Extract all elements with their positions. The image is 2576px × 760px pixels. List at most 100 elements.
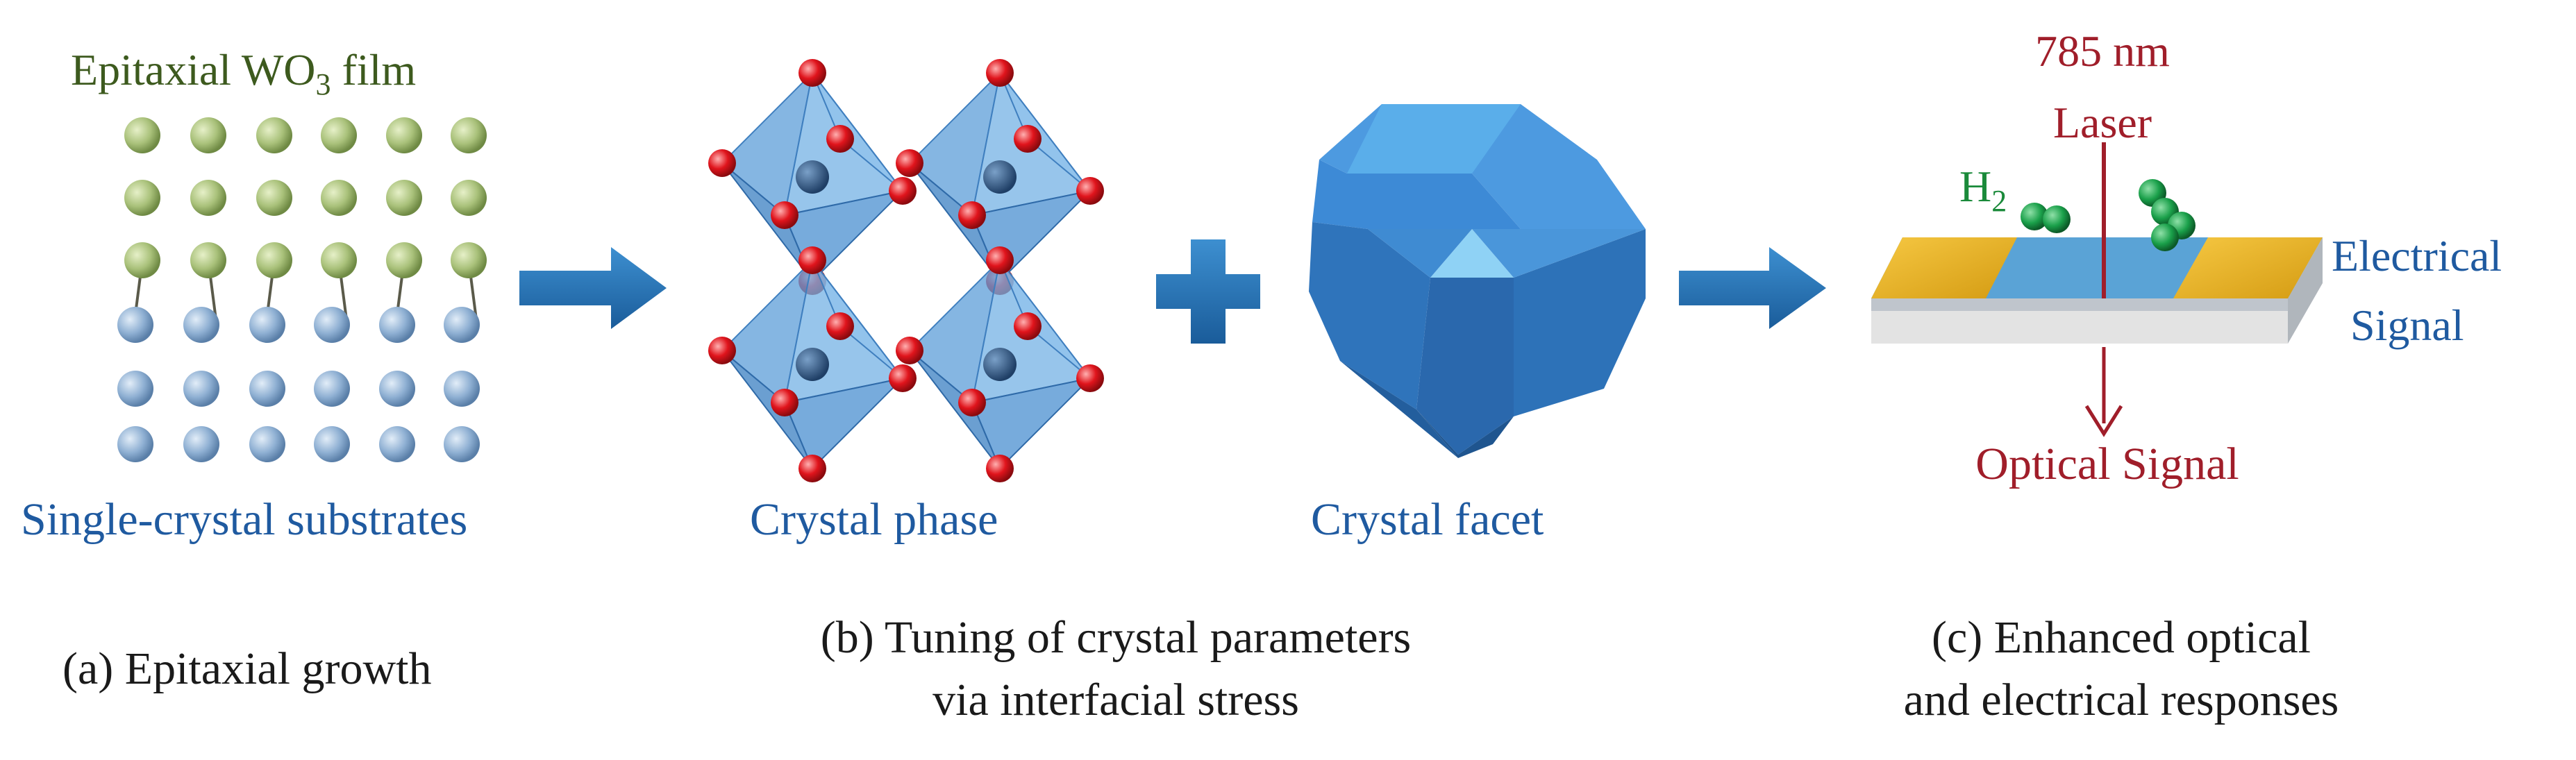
film-atom	[386, 242, 422, 278]
tungsten-atom	[983, 348, 1017, 381]
film-atom	[190, 180, 226, 216]
film-atom	[256, 242, 292, 278]
oxygen-atom	[708, 337, 736, 364]
substrate-atom	[314, 307, 350, 343]
substrate-atom	[379, 371, 415, 407]
film-atom	[124, 242, 160, 278]
film-atom	[321, 117, 357, 153]
substrate-atom	[314, 371, 350, 407]
laser-label: Laser	[2053, 98, 2152, 147]
film-atom	[256, 117, 292, 153]
oxygen-atom	[798, 59, 826, 87]
oxygen-atom	[1014, 125, 1042, 153]
oxygen-atom	[958, 201, 986, 229]
oxygen-atom	[896, 337, 923, 364]
left-electrode	[1871, 237, 2017, 298]
film-atom	[386, 180, 422, 216]
crystal-facet-label: Crystal facet	[1311, 494, 1544, 545]
substrate-atom	[183, 307, 219, 343]
plus-icon	[1156, 239, 1260, 344]
substrate-atom	[183, 371, 219, 407]
atom-bonds	[133, 260, 478, 326]
flow-arrow-icon	[1679, 247, 1826, 329]
octahedron-icon	[708, 246, 917, 482]
substrate-atom	[444, 371, 480, 407]
film-atom	[321, 180, 357, 216]
oxygen-atom	[986, 246, 1014, 274]
oxygen-atom	[771, 389, 798, 416]
octahedron-icon	[896, 246, 1104, 482]
caption-a: (a) Epitaxial growth	[62, 643, 431, 694]
oxygen-atom	[1014, 312, 1042, 340]
film-atom	[386, 117, 422, 153]
tungsten-atom	[796, 348, 829, 381]
hydrogen-label: H2	[1959, 162, 2007, 218]
film-atom	[190, 242, 226, 278]
oxygen-atom	[826, 312, 854, 340]
film-atom	[124, 180, 160, 216]
oxygen-atom	[958, 389, 986, 416]
caption-b-line1: (b) Tuning of crystal parameters	[821, 612, 1412, 663]
oxygen-atom	[708, 149, 736, 177]
substrate-atom	[249, 371, 285, 407]
oxygen-atom	[986, 59, 1014, 87]
substrate-atom	[249, 426, 285, 462]
arrowhead-down-icon	[2084, 405, 2123, 437]
oxygen-atom	[798, 455, 826, 482]
electrical-signal-label-line2: Signal	[2350, 301, 2464, 350]
oxygen-atom	[826, 125, 854, 153]
panel-b: Crystal phase Crystal facet (b) Tuning o…	[708, 59, 1646, 725]
crystal-phase-label: Crystal phase	[750, 494, 998, 545]
film-atom	[451, 117, 487, 153]
oxygen-atom	[986, 455, 1014, 482]
substrate-atom	[117, 371, 153, 407]
hydrogen-molecule-icon	[2139, 179, 2179, 226]
film-atom	[321, 242, 357, 278]
caption-c-line2: and electrical responses	[1904, 675, 2339, 725]
sensor-device-icon	[1871, 237, 2323, 344]
substrate-atom	[117, 307, 153, 343]
tungsten-atom	[796, 160, 829, 194]
film-atom	[190, 117, 226, 153]
hydrogen-main: H	[1959, 162, 1991, 211]
film-atom-lattice	[124, 117, 487, 278]
right-electrode	[2173, 237, 2323, 298]
substrate-atom	[444, 307, 480, 343]
film-atom	[124, 117, 160, 153]
substrate-atom	[314, 426, 350, 462]
oxygen-atom	[1076, 364, 1104, 392]
tungsten-atom	[983, 160, 1017, 194]
substrate-atom	[117, 426, 153, 462]
hydrogen-molecule-icon	[2151, 212, 2196, 251]
crystal-facet-icon	[1309, 104, 1646, 458]
substrate-atom	[379, 307, 415, 343]
substrate-atom	[379, 426, 415, 462]
oxygen-atom	[771, 201, 798, 229]
caption-b-line2: via interfacial stress	[932, 675, 1299, 725]
hydrogen-molecule-icon	[2021, 203, 2071, 233]
octahedra-structure	[708, 59, 1104, 482]
oxygen-atom	[889, 177, 917, 205]
electrical-signal-label-line1: Electrical	[2332, 231, 2502, 280]
film-atom	[451, 242, 487, 278]
flow-arrow-icon	[519, 247, 667, 329]
substrate-atom	[183, 426, 219, 462]
film-label-main: Epitaxial WO	[71, 45, 316, 94]
film-atom	[256, 180, 292, 216]
optical-signal-label: Optical Signal	[1975, 439, 2239, 489]
substrate-atom-lattice	[117, 307, 480, 462]
film-label: Epitaxial WO3 film	[71, 45, 416, 101]
film-label-subscript: 3	[316, 67, 331, 101]
hydrogen-subscript: 2	[1991, 184, 2007, 218]
film-label-tail: film	[331, 45, 417, 94]
substrate-atom	[249, 307, 285, 343]
oxygen-atom	[896, 149, 923, 177]
film-atom	[451, 180, 487, 216]
panel-c: 785 nm Laser H2	[1871, 26, 2502, 725]
substrate-atom	[444, 426, 480, 462]
oxygen-atom	[889, 364, 917, 392]
caption-c-line1: (c) Enhanced optical	[1932, 612, 2311, 663]
panel-a: Epitaxial WO3 film Single-crystal substr…	[21, 45, 487, 694]
oxygen-atom	[1076, 177, 1104, 205]
